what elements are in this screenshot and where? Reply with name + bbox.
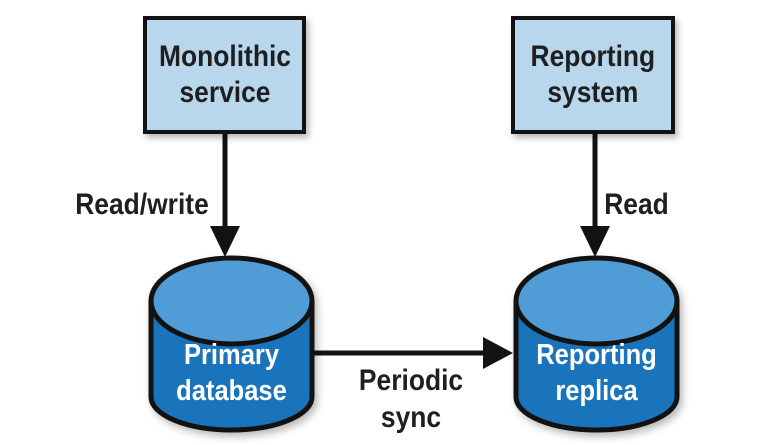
arrowhead-right-icon xyxy=(483,337,513,369)
edge-label-read: Read xyxy=(604,188,669,221)
arrowhead-down-icon xyxy=(210,226,240,257)
edge-label-periodic-sync: Periodic sync xyxy=(358,364,464,434)
reporting-system-label: Reporting system xyxy=(530,40,656,109)
edge-label-read-write: Read/write xyxy=(75,188,209,221)
arrowhead-down-icon xyxy=(580,226,610,257)
reporting-replica-cylinder xyxy=(513,255,680,433)
reporting-to-replica-arrow xyxy=(580,133,610,257)
monolithic-service-label: Monolithic service xyxy=(158,40,291,109)
node-monolithic-service: Monolithic service xyxy=(143,16,306,134)
primary-database-cylinder xyxy=(148,255,315,433)
periodic-sync-arrow xyxy=(314,337,513,369)
primary-database-label: Primary database xyxy=(176,339,287,407)
monolithic-to-primary-arrow xyxy=(210,133,240,257)
reporting-replica-label: Reporting replica xyxy=(536,339,657,407)
node-reporting-system: Reporting system xyxy=(511,16,675,134)
